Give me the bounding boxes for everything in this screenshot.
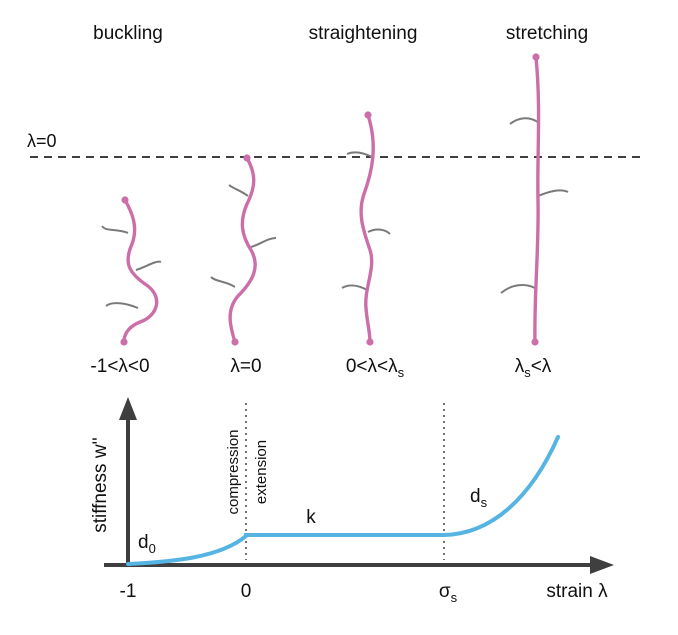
stiffness-curve bbox=[126, 435, 560, 566]
x-tick-minus-one: -1 bbox=[120, 581, 137, 602]
region-compression-label: compression bbox=[225, 429, 242, 514]
fiber-end-top-2 bbox=[243, 154, 251, 162]
fibril-1a bbox=[101, 225, 129, 234]
d0-label: d0 bbox=[138, 532, 156, 556]
y-axis-arrowhead bbox=[119, 397, 137, 420]
condition-stretching: λs<λ bbox=[515, 356, 552, 380]
fibril-2c bbox=[210, 276, 236, 288]
fiber-end-bottom-4 bbox=[531, 338, 539, 346]
fibril-4b bbox=[537, 189, 569, 197]
fiber-end-top-4 bbox=[532, 53, 540, 61]
fiber-end-bottom-1 bbox=[120, 338, 128, 346]
fiber-end-bottom-3 bbox=[366, 338, 374, 346]
ds-label: ds bbox=[470, 486, 488, 510]
fiber-rest bbox=[210, 154, 277, 346]
region-extension-label: extension bbox=[253, 440, 270, 504]
x-axis-arrowhead bbox=[590, 556, 614, 574]
fiber-strand-2 bbox=[228, 156, 257, 344]
fibril-1b bbox=[135, 260, 162, 271]
fiber-buckling bbox=[101, 196, 162, 346]
fiber-end-top-3 bbox=[364, 111, 372, 119]
k-label: k bbox=[306, 507, 316, 528]
phase-title-straightening: straightening bbox=[309, 23, 418, 44]
x-tick-zero: 0 bbox=[241, 581, 252, 602]
fibril-3c bbox=[341, 284, 368, 291]
fibril-3a bbox=[346, 151, 373, 158]
fiber-strand-4 bbox=[533, 55, 541, 344]
x-axis-label: strain λ bbox=[546, 581, 608, 602]
condition-straightening: 0<λ<λs bbox=[346, 356, 405, 380]
fibril-4c bbox=[500, 284, 536, 294]
y-axis-label: stiffness w'' bbox=[90, 437, 111, 533]
condition-buckling: -1<λ<0 bbox=[90, 356, 149, 377]
fibril-1c bbox=[105, 302, 139, 309]
fibril-2a bbox=[228, 184, 249, 197]
x-tick-sigma-s: σs bbox=[439, 581, 458, 605]
fiber-strand-1 bbox=[122, 198, 159, 344]
phase-title-stretching: stretching bbox=[506, 23, 588, 44]
fiber-end-bottom-2 bbox=[231, 338, 239, 346]
fibril-4a bbox=[509, 117, 540, 125]
reference-line-label: λ=0 bbox=[27, 131, 57, 151]
fiber-stretching bbox=[500, 53, 569, 346]
fiber-end-top-1 bbox=[121, 196, 129, 204]
condition-rest: λ=0 bbox=[230, 356, 261, 377]
fibril-2b bbox=[250, 237, 277, 248]
fibril-3b bbox=[367, 228, 391, 235]
phase-title-buckling: buckling bbox=[93, 23, 163, 44]
fiber-straightening bbox=[341, 111, 391, 346]
stiffness-graph: -1 0 σs strain λ stiffness w'' compressi… bbox=[90, 397, 614, 605]
fiber-strand-3 bbox=[359, 113, 375, 344]
